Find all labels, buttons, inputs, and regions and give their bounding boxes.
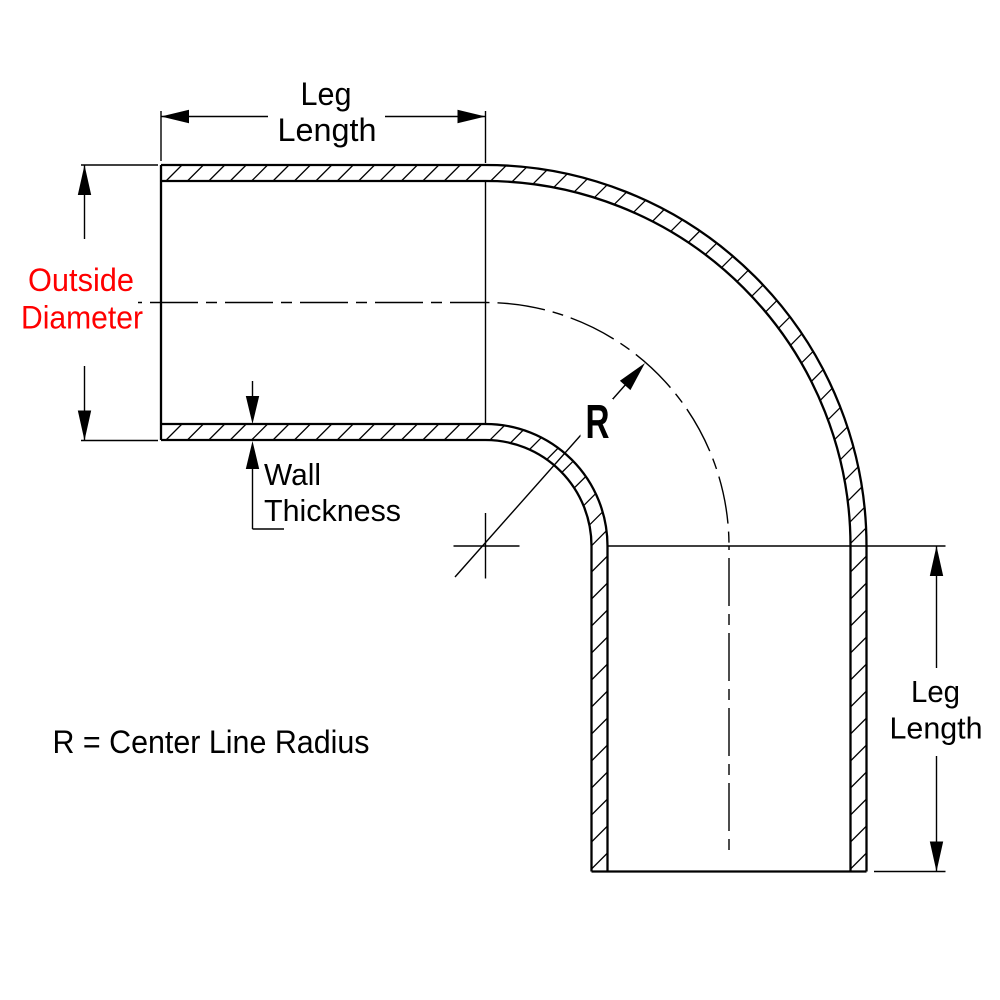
tube-centerline xyxy=(138,301,730,858)
radius-legend: R = Center Line Radius xyxy=(53,724,370,760)
radius-symbol-label: R xyxy=(586,395,610,449)
tube-outline xyxy=(159,163,868,873)
radius-label-mask xyxy=(580,399,613,441)
wall-hatching xyxy=(165,164,867,870)
